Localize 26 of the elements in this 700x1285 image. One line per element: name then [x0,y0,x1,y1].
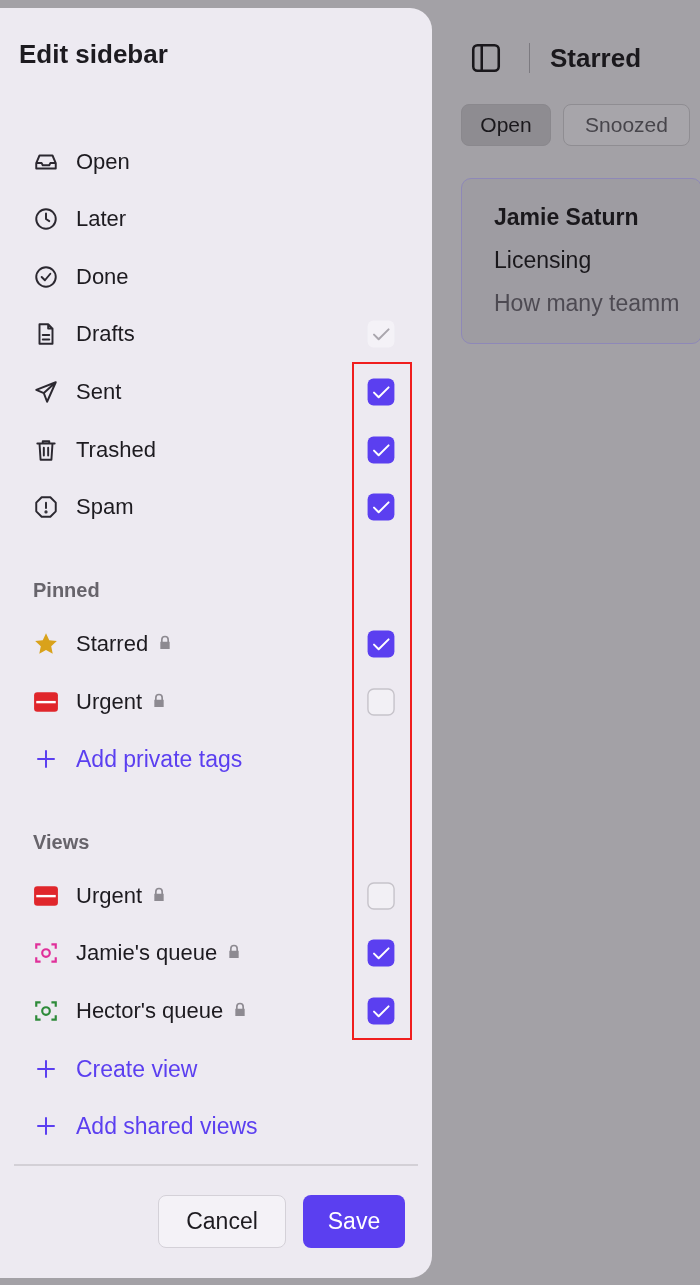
tab: Snoozed [563,104,690,146]
menu-item-label: Starred [76,630,149,658]
menu-item-label: Later [76,205,127,233]
panel-title: Edit sidebar [19,38,168,70]
menu-item-label: Jamie's queue [76,939,218,967]
menu-item-label: Urgent [76,688,143,716]
section-heading: Views [33,830,90,854]
add-link: Create view [76,1055,198,1083]
menu-item-label: Urgent [76,882,143,910]
message-preview-text: Licensing [494,246,592,274]
section-heading: Pinned [33,578,100,602]
menu-item-label: Done [76,263,129,291]
menu-item-label: Trashed [76,436,156,464]
add-link: Add shared views [76,1112,258,1140]
message-preview-text: Jamie Saturn [494,203,639,231]
message-preview-text: How many teamm [494,289,680,317]
menu-item-label: Hector's queue [76,997,224,1025]
tab: Open [461,104,551,146]
menu-item-label: Open [76,148,130,176]
cancel-button: Cancel [158,1195,286,1248]
menu-item-label: Spam [76,493,134,521]
save-button: Save [303,1195,405,1248]
menu-item-label: Drafts [76,320,135,348]
add-link: Add private tags [76,745,243,773]
menu-item-label: Sent [76,378,122,406]
page-title: Starred [550,42,642,74]
